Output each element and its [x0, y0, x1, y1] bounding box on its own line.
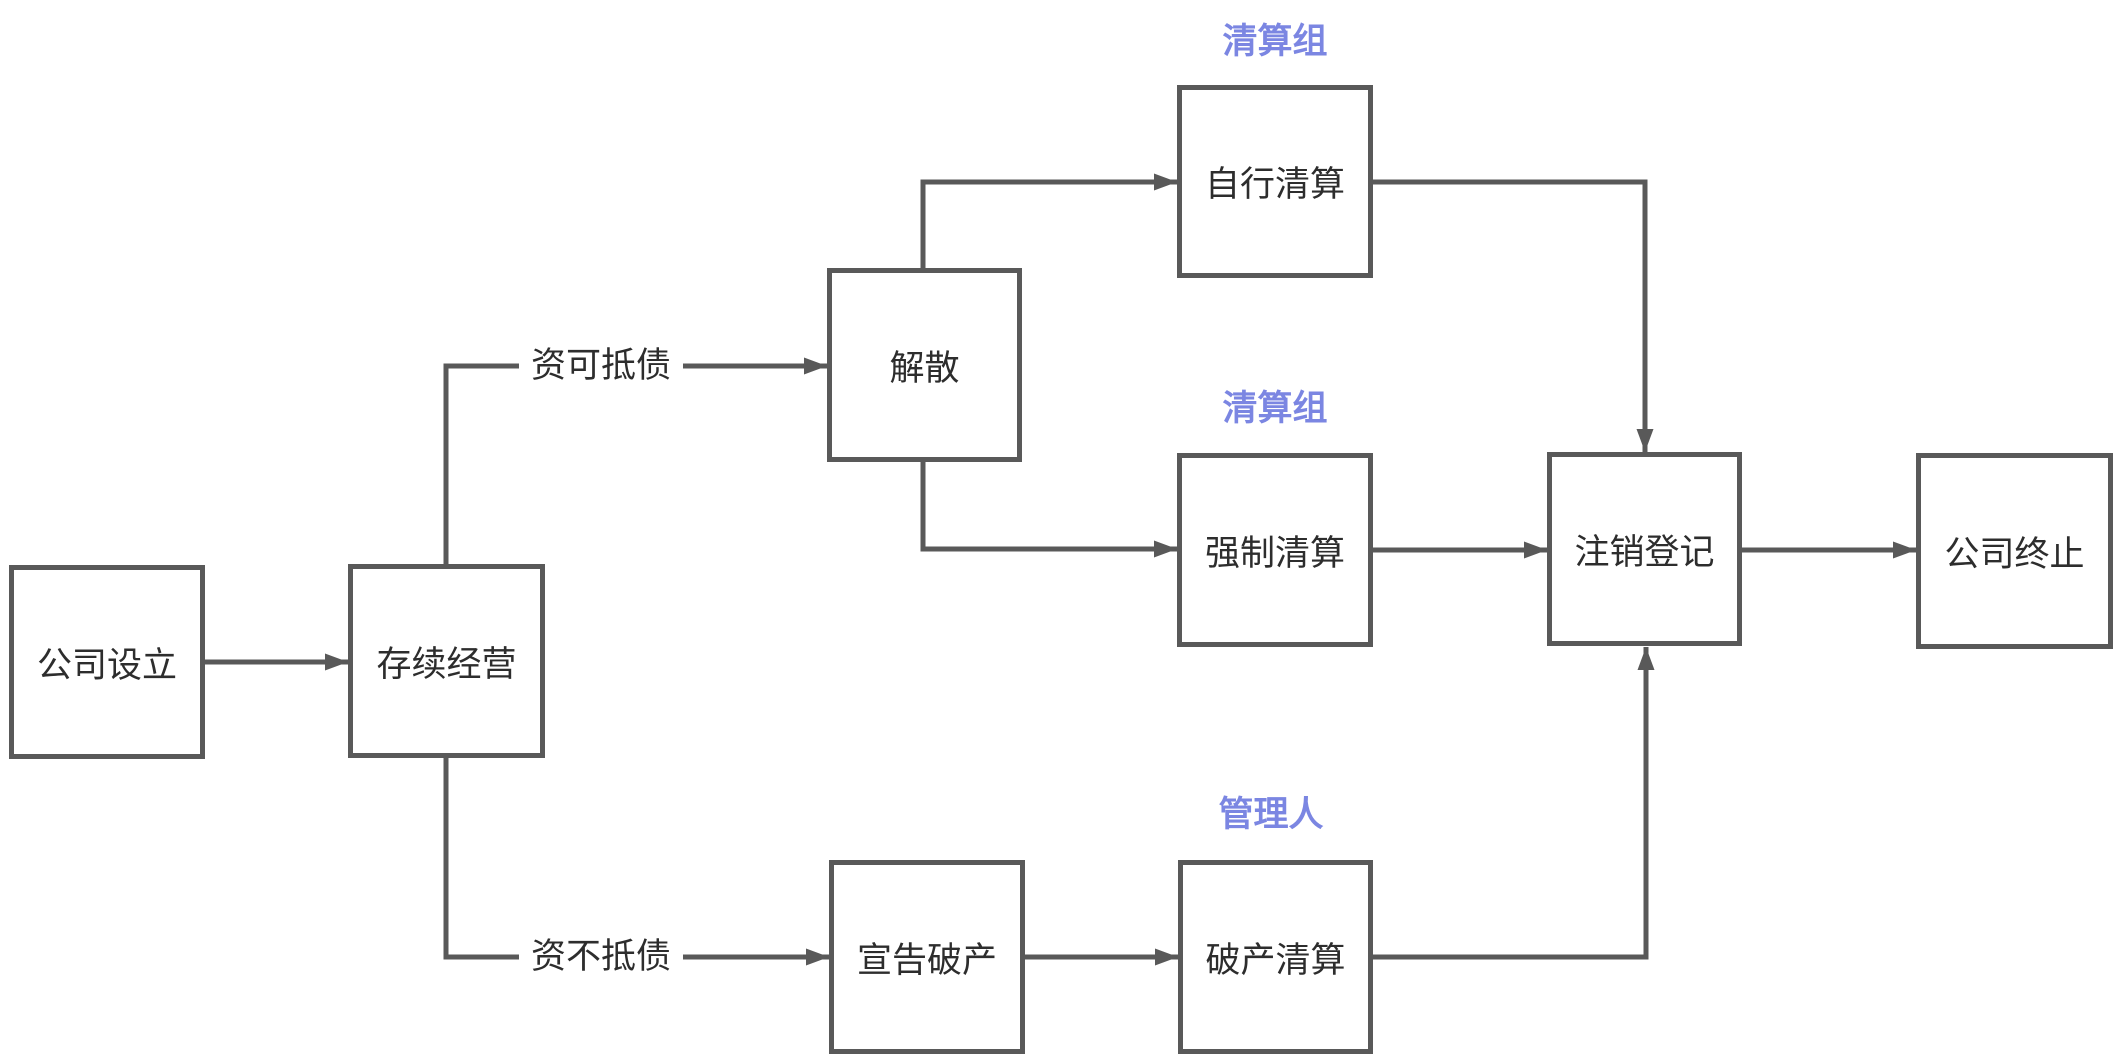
node-self-liquidation: 自行清算	[1177, 85, 1373, 278]
edge-operation-to-bankruptcy-declaration	[443, 758, 829, 966]
edge-dissolution-to-self-liquidation	[920, 173, 1177, 268]
edge-operation-to-dissolution	[443, 357, 827, 564]
edge-dissolution-to-forced-liquidation	[920, 462, 1177, 558]
node-continuing-operation: 存续经营	[348, 564, 545, 758]
node-bankruptcy-declaration: 宣告破产	[829, 860, 1025, 1054]
edge-self-liquidation-to-deregistration	[1373, 179, 1654, 452]
annotation-liquidation-group-2: 清算组	[1222, 389, 1328, 428]
edge-bankruptcy-liquidation-to-deregistration	[1373, 647, 1655, 960]
node-forced-liquidation: 强制清算	[1177, 453, 1373, 647]
node-deregistration: 注销登记	[1547, 452, 1742, 646]
annotation-liquidation-group-1: 清算组	[1222, 22, 1328, 61]
node-dissolution: 解散	[827, 268, 1022, 462]
annotation-administrator: 管理人	[1218, 795, 1324, 834]
edge-label-solvent: 资可抵债	[518, 345, 684, 387]
node-company-establishment: 公司设立	[9, 565, 205, 759]
edge-label-insolvent: 资不抵债	[518, 936, 684, 978]
node-bankruptcy-liquidation: 破产清算	[1178, 860, 1373, 1054]
node-company-termination: 公司终止	[1916, 453, 2113, 649]
